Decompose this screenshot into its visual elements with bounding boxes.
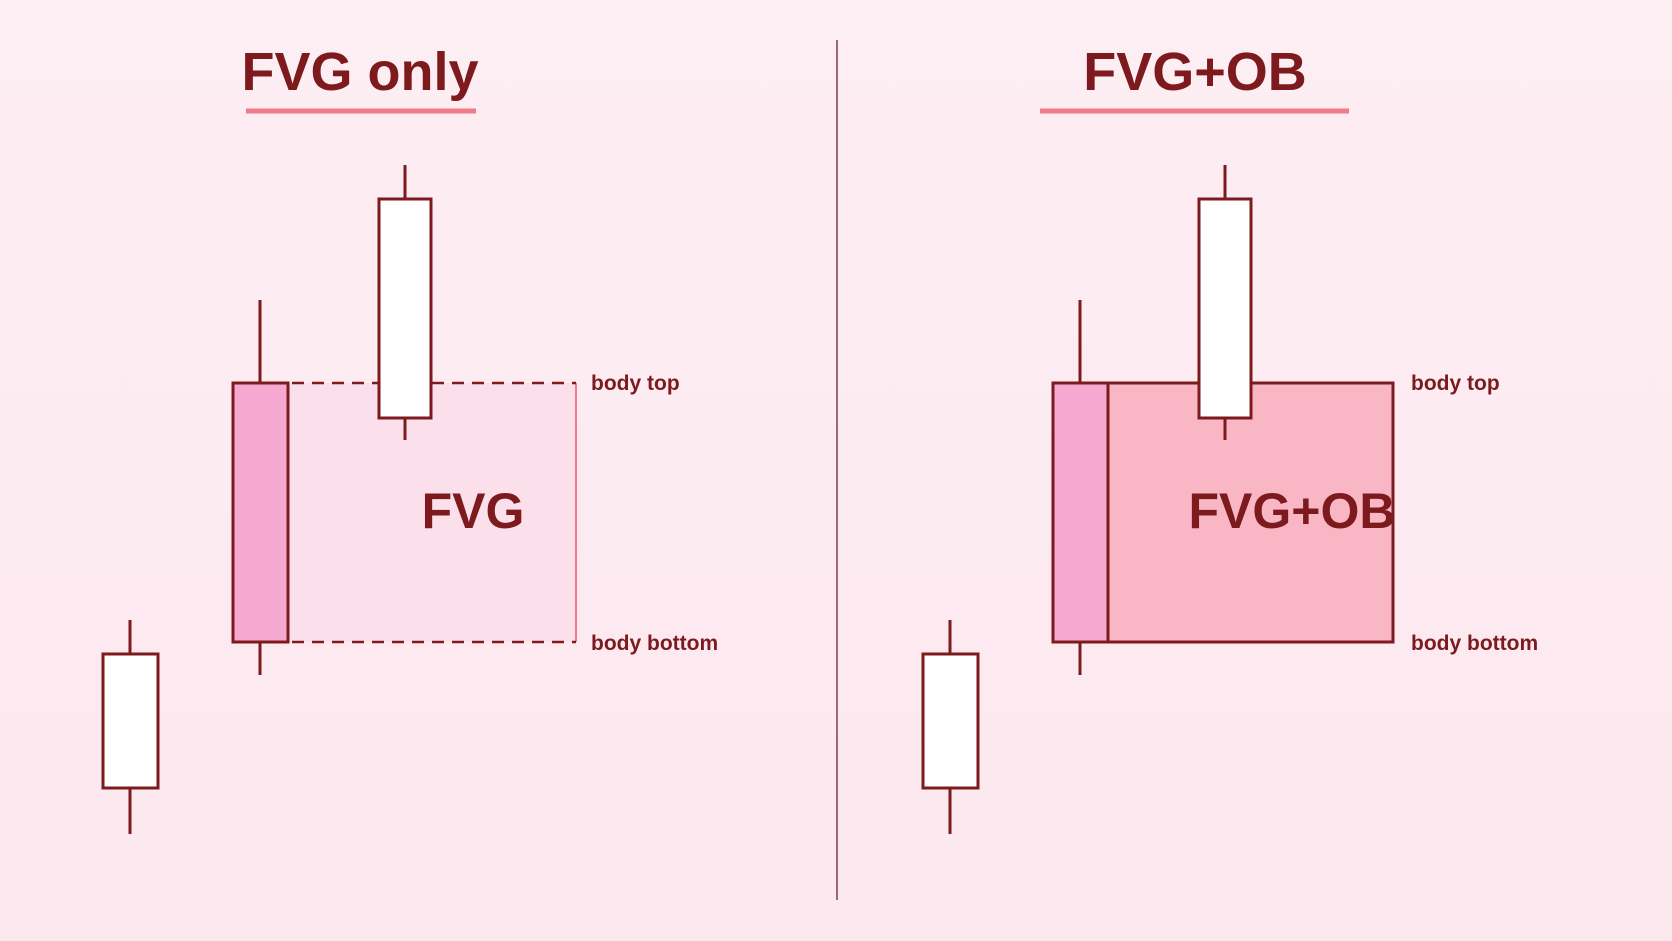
candle-3 (1197, 165, 1253, 440)
candle-2 (1051, 300, 1110, 675)
candle-3 (377, 165, 433, 440)
fvg-ob-zone (1051, 381, 1395, 644)
body-top-label: body top (591, 372, 680, 395)
fvg-ob-zone-label: FVG+OB (1189, 483, 1396, 539)
candle-1 (101, 620, 160, 834)
fvg-zone (288, 383, 576, 642)
fvg-zone-label: FVG (422, 483, 525, 539)
candle-1 (921, 620, 980, 834)
right-panel: FVG+OB body top body bottom FVG+OB (921, 42, 1538, 834)
body-bottom-label: body bottom (591, 632, 718, 655)
body-top-label: body top (1411, 372, 1500, 395)
body-bottom-label: body bottom (1411, 632, 1538, 655)
left-panel: FVG only body top body bottom FVG (101, 42, 718, 834)
candle-2 (231, 300, 290, 675)
left-panel-title: FVG only (241, 42, 478, 102)
right-panel-title: FVG+OB (1083, 42, 1307, 102)
